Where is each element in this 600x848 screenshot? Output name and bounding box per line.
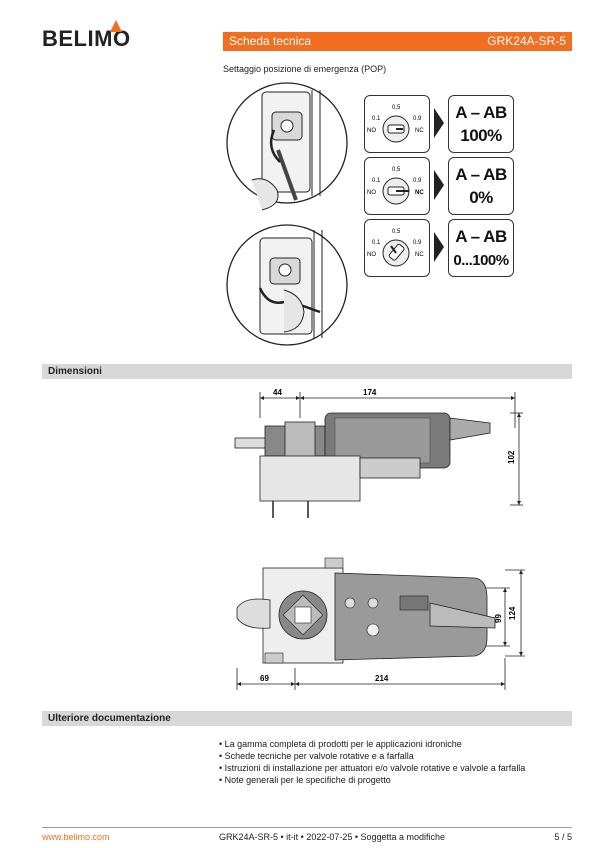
actuator-top-body bbox=[236, 557, 496, 664]
dim-44: 44 bbox=[273, 388, 282, 397]
pop-setting-line2: 0...100% bbox=[453, 252, 509, 269]
dial-mark-09: 0.9 bbox=[413, 240, 422, 246]
documentation-list: La gamma completa di prodotti per le app… bbox=[219, 738, 526, 786]
pop-setting-1: A – AB 100% bbox=[448, 95, 514, 153]
actuator-detail-lower bbox=[258, 230, 323, 338]
dim-99: 99 bbox=[494, 614, 503, 623]
dim-124: 124 bbox=[508, 606, 517, 620]
dial-mark-01: 0.1 bbox=[372, 240, 381, 246]
doc-item: Schede tecniche per valvole rotative e a… bbox=[219, 750, 525, 762]
dimension-drawing-side: 44 174 102 bbox=[234, 388, 523, 518]
footer-url-link[interactable]: www.belimo.com bbox=[42, 832, 110, 842]
dial-mark-no: NO bbox=[367, 252, 376, 258]
dim-174: 174 bbox=[363, 388, 377, 397]
actuator-detail-upper bbox=[251, 90, 321, 211]
arrow-icon bbox=[434, 170, 444, 200]
footer-info: GRK24A-SR-5 • it-it • 2022-07-25 • Sogge… bbox=[219, 832, 446, 842]
pop-setting-line1: A – AB bbox=[455, 227, 507, 246]
header-title: Scheda tecnica bbox=[229, 34, 312, 48]
dim-102: 102 bbox=[507, 450, 516, 464]
pop-setting-line1: A – AB bbox=[455, 103, 507, 122]
dial-mark-nc: NC bbox=[415, 128, 424, 134]
header-bar: Scheda tecnica GRK24A-SR-5 bbox=[223, 32, 572, 51]
pop-setting-3: A – AB 0...100% bbox=[448, 219, 514, 277]
doc-item: Istruzioni di installazione per attuator… bbox=[219, 762, 526, 774]
pop-dial-1: 0.1 0.5 0.9 NO NC bbox=[364, 95, 430, 153]
actuator-side-body bbox=[234, 412, 491, 518]
dim-214: 214 bbox=[375, 674, 389, 683]
pop-setting-line1: A – AB bbox=[455, 165, 507, 184]
pop-dial-3: 0.1 0.5 0.9 NO NC bbox=[364, 219, 430, 277]
pop-illustration bbox=[226, 82, 348, 346]
header-product: GRK24A-SR-5 bbox=[487, 34, 566, 48]
arrow-icon bbox=[434, 232, 444, 262]
arrow-icon bbox=[434, 108, 444, 138]
dial-mark-nc: NC bbox=[415, 252, 424, 258]
dial-mark-09: 0.9 bbox=[413, 116, 422, 122]
dial-mark-01: 0.1 bbox=[372, 178, 381, 184]
dial-mark-no: NO bbox=[367, 128, 376, 134]
dim-69: 69 bbox=[260, 674, 269, 683]
footer-page-number: 5 / 5 bbox=[554, 832, 572, 842]
pop-setting-line2: 100% bbox=[460, 126, 502, 145]
dial-graphic: 0.1 0.5 0.9 NO NC bbox=[367, 229, 424, 267]
section-documentation: Ulteriore documentazione bbox=[42, 711, 572, 726]
dial-graphic: 0.1 0.5 0.9 NO NC bbox=[367, 167, 424, 205]
doc-item: Note generali per le specifiche di proge… bbox=[219, 774, 525, 786]
footer-divider bbox=[42, 827, 572, 828]
dial-mark-05: 0.5 bbox=[392, 105, 401, 111]
section-dimensions: Dimensioni bbox=[42, 364, 572, 379]
doc-item: La gamma completa di prodotti per le app… bbox=[219, 738, 525, 750]
dial-graphic: 0.1 0.5 0.9 NO NC bbox=[367, 105, 424, 143]
pop-setting-2: A – AB 0% bbox=[448, 157, 514, 215]
dial-mark-01: 0.1 bbox=[372, 116, 381, 122]
dial-mark-no: NO bbox=[367, 190, 376, 196]
dial-mark-05: 0.5 bbox=[392, 229, 401, 235]
pop-dial-2: 0.1 0.5 0.9 NO NC bbox=[364, 157, 430, 215]
dial-mark-09: 0.9 bbox=[413, 178, 422, 184]
dial-mark-nc: NC bbox=[415, 190, 424, 196]
dial-mark-05: 0.5 bbox=[392, 167, 401, 173]
pop-caption: Settaggio posizione di emergenza (POP) bbox=[223, 64, 387, 74]
dimension-drawing-top: 124 99 69 214 bbox=[236, 557, 525, 690]
brand-mark-icon bbox=[110, 20, 122, 32]
pop-setting-line2: 0% bbox=[469, 188, 493, 207]
